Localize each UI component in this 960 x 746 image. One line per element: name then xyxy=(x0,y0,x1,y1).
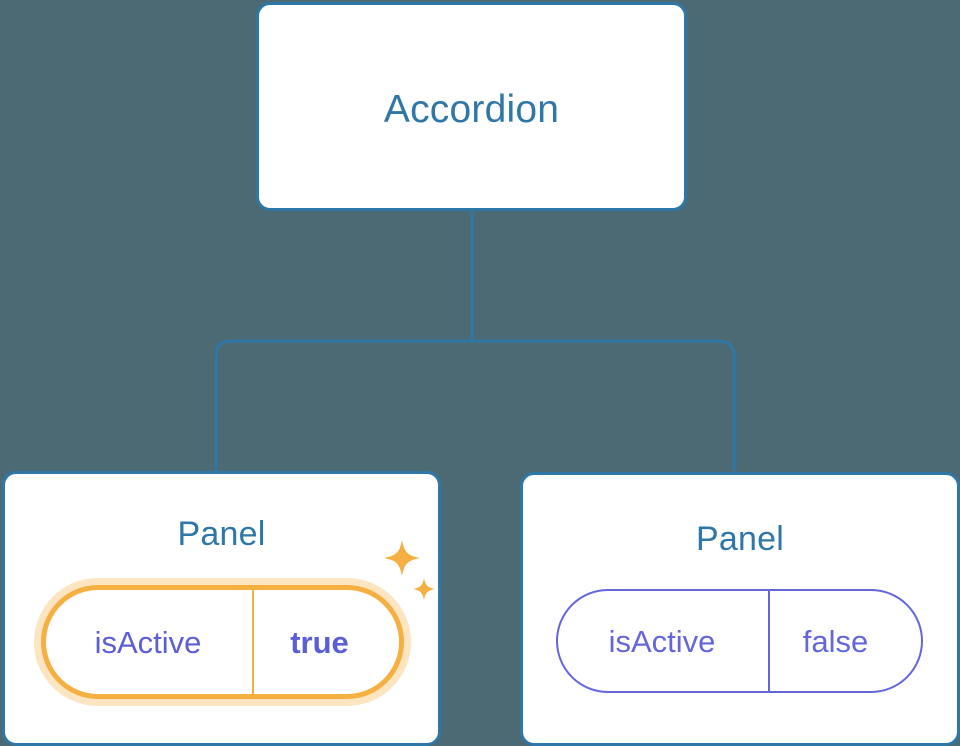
prop-value-false: false xyxy=(802,623,869,659)
node-panel-right-title: Panel xyxy=(696,520,784,558)
node-accordion-title: Accordion xyxy=(383,88,560,131)
prop-value-true: true xyxy=(290,624,349,660)
prop-pill-isactive-true[interactable]: isActive true xyxy=(41,585,404,699)
prop-key-isactive: isActive xyxy=(558,591,770,691)
connector-branch-right xyxy=(472,339,736,471)
node-panel-left-title: Panel xyxy=(177,515,266,553)
prop-key-isactive: isActive xyxy=(46,590,254,694)
node-accordion[interactable] xyxy=(256,2,687,211)
connector-branch-left xyxy=(214,339,472,471)
prop-pill-isactive-false[interactable]: isActive false xyxy=(556,589,923,693)
